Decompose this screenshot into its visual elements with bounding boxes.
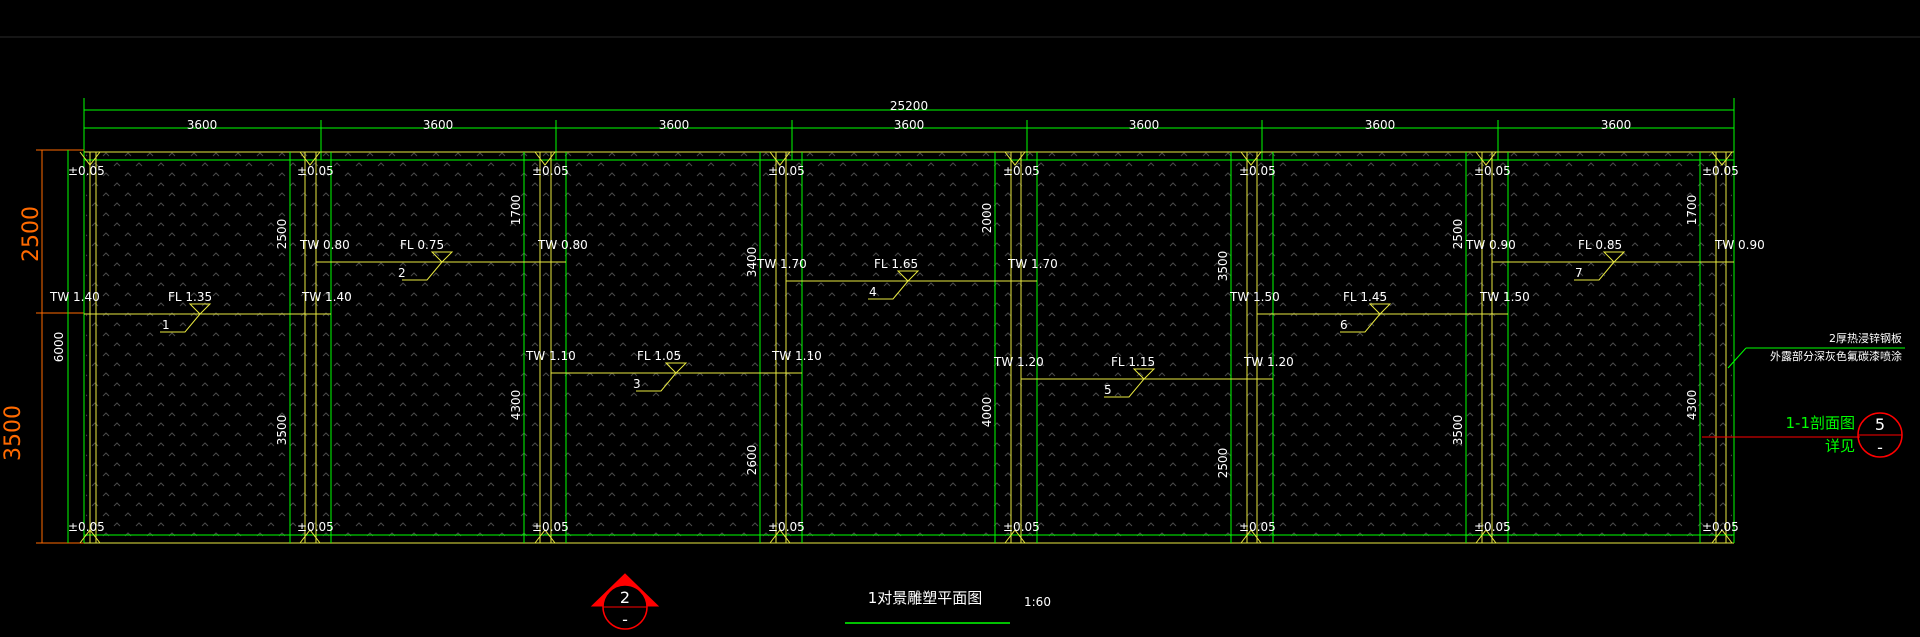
bay-number-6: 6 <box>1340 318 1348 332</box>
elevation-bottom-6: ±0.05 <box>1239 520 1276 534</box>
section-reference-detail: 详见 <box>1825 437 1855 455</box>
fl-label-1: FL 1.35 <box>168 290 212 304</box>
elevation-top-8: ±0.05 <box>1702 164 1739 178</box>
fl-label-7: FL 0.85 <box>1578 238 1622 252</box>
elevation-top-4: ±0.05 <box>768 164 805 178</box>
fl-label-3: FL 1.05 <box>637 349 681 363</box>
bay-dimension-2: 3600 <box>423 118 454 132</box>
elevation-bottom-2: ±0.05 <box>297 520 334 534</box>
tw-label-5-right: TW 1.20 <box>1243 355 1294 369</box>
bay-dimension-7: 3600 <box>1601 118 1632 132</box>
title-marker-sheet: - <box>622 610 628 629</box>
bay-number-3: 3 <box>633 377 641 391</box>
bay-dimension-4: 3600 <box>894 118 925 132</box>
walls <box>83 152 1735 543</box>
fl-label-2: FL 0.75 <box>400 238 444 252</box>
internal-dimension-12: 3500 <box>1451 415 1465 446</box>
tw-label-2-right: TW 0.80 <box>537 238 588 252</box>
internal-dimension-5: 3400 <box>745 247 759 278</box>
elevation-bottom-7: ±0.05 <box>1474 520 1511 534</box>
internal-dimension-1: 2500 <box>275 219 289 250</box>
internal-dimension-13: 1700 <box>1685 195 1699 226</box>
planter-hatch <box>86 152 1732 542</box>
elevation-bottom-1: ±0.05 <box>68 520 105 534</box>
internal-dimension-9: 3500 <box>1216 251 1230 282</box>
bay-number-4: 4 <box>869 285 877 299</box>
elevation-top-6: ±0.05 <box>1239 164 1276 178</box>
bay-number-1: 1 <box>162 318 170 332</box>
section-marker-sheet: - <box>1877 438 1883 457</box>
elevation-markers <box>79 151 1733 544</box>
elevation-bottom-4: ±0.05 <box>768 520 805 534</box>
material-note-line2: 外露部分深灰色氟碳漆喷涂 <box>1770 349 1902 363</box>
internal-dimension-6: 2600 <box>745 445 759 476</box>
bay-dimension-3: 3600 <box>659 118 690 132</box>
elevation-top-7: ±0.05 <box>1474 164 1511 178</box>
title-marker-icon <box>590 573 660 630</box>
tw-label-6-right: TW 1.50 <box>1479 290 1530 304</box>
internal-dimension-10: 2500 <box>1216 448 1230 479</box>
internal-dimension-8: 4000 <box>980 397 994 428</box>
bay-dimension-5: 3600 <box>1129 118 1160 132</box>
bay-number-2: 2 <box>398 266 406 280</box>
elevation-top-1: ±0.05 <box>68 164 105 178</box>
drawing-title: 1对景雕塑平面图 <box>868 589 983 607</box>
internal-dimension-11: 2500 <box>1451 219 1465 250</box>
tw-label-1-left: TW 1.40 <box>49 290 100 304</box>
bay-number-5: 5 <box>1104 383 1112 397</box>
planter-outline <box>84 151 1734 544</box>
internal-dimension-4: 4300 <box>509 390 523 421</box>
tw-label-7-right: TW 0.90 <box>1714 238 1765 252</box>
tw-label-4-left: TW 1.70 <box>756 257 807 271</box>
section-reference-title: 1-1剖面图 <box>1786 414 1856 432</box>
tw-label-4-right: TW 1.70 <box>1007 257 1058 271</box>
elevation-bottom-8: ±0.05 <box>1702 520 1739 534</box>
material-note-leader <box>1727 347 1905 369</box>
fl-label-4: FL 1.65 <box>874 257 918 271</box>
internal-dimension-2: 3500 <box>275 415 289 446</box>
bay-dimension-1: 3600 <box>187 118 218 132</box>
tw-label-6-left: TW 1.50 <box>1229 290 1280 304</box>
bay-number-7: 7 <box>1575 266 1583 280</box>
bay-dimension-6: 3600 <box>1365 118 1396 132</box>
left-vertical-dimension: 6000 <box>52 332 66 363</box>
fl-label-6: FL 1.45 <box>1343 290 1387 304</box>
internal-dimension-7: 2000 <box>980 203 994 234</box>
internal-dimension-3: 1700 <box>509 195 523 226</box>
left-dimension-lines <box>36 149 84 544</box>
section-marker-number: 5 <box>1875 415 1885 434</box>
elevation-top-5: ±0.05 <box>1003 164 1040 178</box>
section-marker-icon <box>1857 412 1903 458</box>
outer-dimension-top: 2500 <box>19 206 44 262</box>
material-note-line1: 2厚热浸锌钢板 <box>1829 331 1902 345</box>
drawing-scale: 1:60 <box>1024 595 1051 609</box>
tw-label-3-left: TW 1.10 <box>525 349 576 363</box>
tw-label-7-left: TW 0.90 <box>1465 238 1516 252</box>
title-marker-number: 2 <box>620 588 630 607</box>
outer-dimension-bottom: 3500 <box>1 405 26 461</box>
elevation-top-3: ±0.05 <box>532 164 569 178</box>
overall-dimension: 25200 <box>890 99 928 113</box>
fl-label-5: FL 1.15 <box>1111 355 1155 369</box>
tw-label-5-left: TW 1.20 <box>993 355 1044 369</box>
tw-label-1-right: TW 1.40 <box>301 290 352 304</box>
internal-dimension-14: 4300 <box>1685 390 1699 421</box>
elevation-bottom-5: ±0.05 <box>1003 520 1040 534</box>
elevation-top-2: ±0.05 <box>297 164 334 178</box>
tw-label-3-right: TW 1.10 <box>771 349 822 363</box>
elevation-bottom-3: ±0.05 <box>532 520 569 534</box>
fl-markers <box>160 251 1626 398</box>
top-dimension-lines <box>83 98 1735 160</box>
tw-label-2-left: TW 0.80 <box>299 238 350 252</box>
